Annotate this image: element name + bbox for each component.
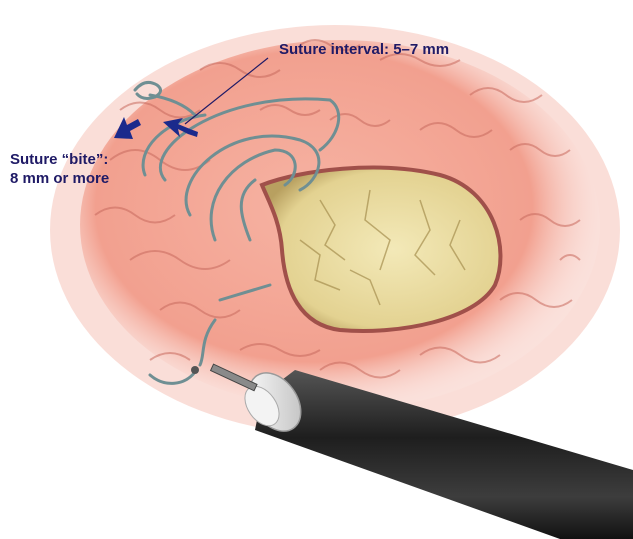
- suture-bite-label: Suture “bite”: 8 mm or more: [10, 150, 109, 188]
- suture-bite-label-line2: 8 mm or more: [10, 170, 110, 187]
- interval-leader-line: [184, 57, 269, 125]
- interval-arrow: [163, 118, 198, 137]
- ulcer-defect: [259, 165, 503, 333]
- bite-arrow: [114, 117, 141, 139]
- suture-bite-label-line1: Suture “bite”:: [10, 151, 109, 168]
- endoscope: [191, 363, 633, 539]
- suture-interval-label: Suture interval: 5–7 mm: [279, 41, 450, 58]
